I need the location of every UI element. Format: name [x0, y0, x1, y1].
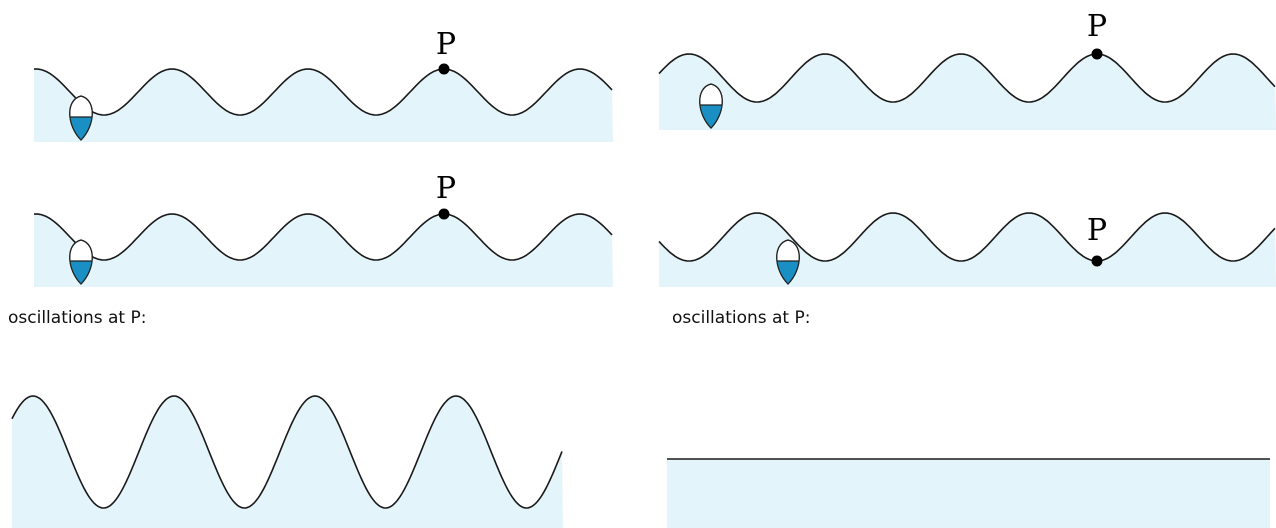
wave-line	[658, 212, 1276, 262]
water-area	[659, 213, 1276, 287]
oscillation-graph-right	[667, 458, 1270, 528]
wave-line	[658, 53, 1276, 103]
wave-line	[33, 213, 613, 261]
wave-panel-left-bottom: P	[33, 171, 613, 287]
point-p-label: P	[1087, 9, 1107, 44]
point-p-label: P	[436, 171, 456, 206]
point-p-label: P	[436, 27, 456, 62]
point-p-marker	[438, 208, 450, 220]
oscillation-caption-left: oscillations at P:	[8, 308, 147, 328]
oscillation-caption-right: oscillations at P:	[672, 308, 811, 328]
water-area	[659, 54, 1276, 130]
oscillation-area-right	[667, 459, 1270, 528]
point-p-marker	[438, 63, 450, 75]
wave-panel-left-top: P	[33, 27, 613, 142]
wave-line	[33, 68, 613, 116]
point-p-label: P	[1087, 213, 1107, 248]
wave-panel-right-top: P	[658, 9, 1276, 130]
point-p-marker	[1091, 255, 1103, 267]
wave-panel-right-bottom: P	[658, 212, 1276, 287]
water-area	[34, 69, 613, 142]
point-p-marker	[1091, 48, 1103, 60]
oscillation-graph-left	[11, 395, 563, 528]
oscillation-area-left	[12, 396, 563, 528]
water-area	[34, 214, 613, 287]
boat-icon	[699, 83, 723, 129]
oscillation-line-left	[11, 395, 563, 509]
